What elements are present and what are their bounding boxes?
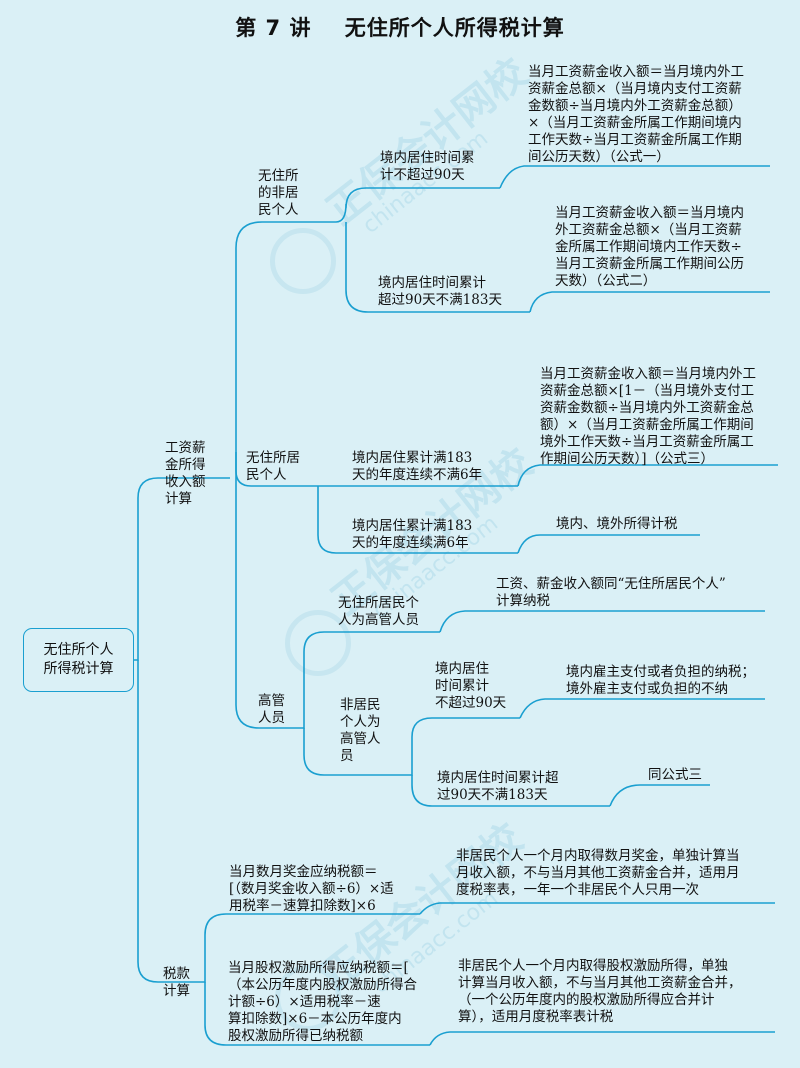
node-executive-over-90: 境内居住时间累计超 过90天不满183天 <box>437 770 559 803</box>
node-over-90-days: 境内居住时间累计 超过90天不满183天 <box>378 275 502 308</box>
resident-executive-result: 工资、薪金收入额同“无住所居民个人” 计算纳税 <box>496 576 726 609</box>
node-nonresident: 无住所 的非居 民个人 <box>258 168 299 218</box>
node-within-90-days: 境内居住时间累 计不超过90天 <box>380 150 475 183</box>
equity-formula: 当月股权激励所得应纳税额＝[ （本公历年度内股权激励所得合 计额÷6）×适用税率… <box>228 960 417 1044</box>
formula-2: 当月工资薪金收入额＝当月境内 外工资薪金总额×（当月工资薪 金所属工作期间境内工… <box>555 205 744 289</box>
bonus-note: 非居民个人一个月内取得数月奖金，单独计算当 月收入额，不与当月其他工资薪金合并，… <box>456 848 740 898</box>
branch-salary: 工资薪 金所得 收入额 计算 <box>165 440 206 507</box>
node-executive: 高管 人员 <box>258 693 285 726</box>
formula-3: 当月工资薪金收入额＝当月境内外工 资薪金总额×[1－（当月境外支付工 资薪金数额… <box>540 366 756 467</box>
bonus-formula: 当月数月奖金应纳税额＝ [（数月奖金收入额÷6）×适 用税率－速算扣除数]×6 <box>229 864 394 914</box>
node-nonresident-executive: 非居民 个人为 高管人 员 <box>340 697 381 764</box>
branch-tax: 税款 计算 <box>163 966 190 999</box>
node-resident-executive: 无住所居民个 人为高管人员 <box>338 595 419 628</box>
equity-note: 非居民个人一个月内取得股权激励所得，单独 计算当月收入额，不与当月其他工资薪金合… <box>458 958 742 1025</box>
page-title: 第 7 讲 无住所个人所得税计算 <box>235 16 565 40</box>
formula-1: 当月工资薪金收入额＝当月境内外工 资薪金总额×（当月境内支付工资薪 金数额÷当月… <box>528 64 744 165</box>
executive-over-90-result: 同公式三 <box>648 767 702 783</box>
node-resident: 无住所居 民个人 <box>246 450 300 483</box>
full-6-years-result: 境内、境外所得计税 <box>556 516 678 532</box>
node-under-6-years: 境内居住累计满183 天的年度连续不满6年 <box>352 450 483 483</box>
node-executive-within-90: 境内居住 时间累计 不超过90天 <box>435 661 507 711</box>
root-node: 无住所个人 所得税计算 <box>23 628 134 692</box>
node-full-6-years: 境内居住累计满183 天的年度连续满6年 <box>352 518 473 551</box>
executive-within-90-result: 境内雇主支付或者负担的纳税； 境外雇主支付或负担的不纳 <box>566 664 755 697</box>
